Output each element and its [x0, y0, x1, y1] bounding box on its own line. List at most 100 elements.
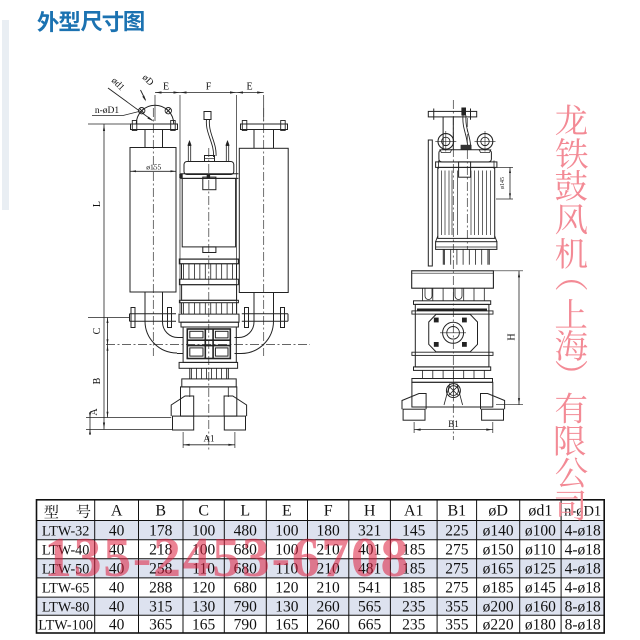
svg-text:ø140: ø140 — [483, 522, 514, 539]
svg-text:ø145: ø145 — [525, 580, 556, 597]
svg-text:8-ø18: 8-ø18 — [565, 598, 601, 615]
svg-text:260: 260 — [317, 598, 341, 615]
svg-text:ø220: ø220 — [483, 616, 514, 633]
svg-text:165: 165 — [275, 616, 299, 633]
svg-text:E: E — [163, 82, 169, 93]
svg-text:B: B — [92, 377, 103, 384]
svg-text:B: B — [155, 503, 166, 520]
svg-text:178: 178 — [149, 522, 173, 539]
svg-text:790: 790 — [234, 598, 258, 615]
svg-text:480: 480 — [234, 522, 258, 539]
svg-text:øD: øD — [488, 503, 508, 520]
svg-text:40: 40 — [109, 616, 125, 633]
svg-text:n-øD1: n-øD1 — [95, 106, 120, 116]
svg-text:40: 40 — [109, 522, 125, 539]
svg-text:40: 40 — [109, 580, 125, 597]
svg-text:365: 365 — [149, 616, 173, 633]
svg-text:4-ø18: 4-ø18 — [565, 561, 601, 578]
svg-text:ød1: ød1 — [528, 503, 552, 520]
svg-text:680: 680 — [234, 561, 258, 578]
svg-text:218: 218 — [149, 541, 173, 558]
svg-text:F: F — [206, 82, 212, 93]
svg-text:225: 225 — [445, 522, 469, 539]
svg-text:ø145: ø145 — [500, 177, 506, 189]
svg-text:210: 210 — [317, 541, 341, 558]
svg-text:100: 100 — [192, 541, 216, 558]
svg-text:275: 275 — [445, 541, 469, 558]
svg-text:LTW-65: LTW-65 — [42, 581, 90, 597]
svg-text:ø200: ø200 — [483, 598, 514, 615]
svg-text:øD: øD — [140, 73, 155, 88]
svg-text:235: 235 — [402, 598, 426, 615]
svg-text:210: 210 — [317, 580, 341, 597]
svg-text:ø160: ø160 — [525, 598, 556, 615]
svg-text:L: L — [92, 201, 103, 207]
svg-text:ø125: ø125 — [525, 561, 556, 578]
svg-text:355: 355 — [445, 616, 469, 633]
svg-text:110: 110 — [276, 561, 299, 578]
svg-text:541: 541 — [358, 580, 381, 597]
svg-text:100: 100 — [275, 522, 299, 539]
svg-text:LTW-100: LTW-100 — [38, 617, 93, 633]
svg-text:481: 481 — [358, 561, 381, 578]
svg-text:40: 40 — [109, 561, 125, 578]
svg-text:165: 165 — [192, 616, 216, 633]
svg-text:A: A — [89, 408, 100, 416]
svg-text:185: 185 — [402, 580, 426, 597]
svg-text:275: 275 — [445, 561, 469, 578]
svg-text:288: 288 — [149, 580, 173, 597]
svg-text:40: 40 — [109, 598, 125, 615]
svg-text:ø180: ø180 — [525, 616, 556, 633]
svg-text:LTW-32: LTW-32 — [42, 523, 90, 539]
svg-text:4-ø18: 4-ø18 — [565, 580, 601, 597]
svg-text:F: F — [324, 503, 333, 520]
svg-text:235: 235 — [402, 616, 426, 633]
svg-text:B1: B1 — [448, 419, 459, 429]
svg-text:ø100: ø100 — [525, 522, 556, 539]
svg-text:E: E — [282, 503, 292, 520]
svg-text:275: 275 — [445, 580, 469, 597]
svg-text:L: L — [240, 503, 250, 520]
svg-text:C: C — [198, 503, 209, 520]
svg-text:210: 210 — [317, 561, 341, 578]
svg-text:258: 258 — [149, 561, 173, 578]
svg-text:185: 185 — [402, 541, 426, 558]
svg-text:E: E — [246, 82, 252, 93]
svg-text:260: 260 — [317, 616, 341, 633]
svg-text:4-ø18: 4-ø18 — [565, 541, 601, 558]
svg-text:4-ø18: 4-ø18 — [565, 522, 601, 539]
svg-text:180: 180 — [317, 522, 341, 539]
svg-text:790: 790 — [234, 616, 258, 633]
svg-text:100: 100 — [192, 522, 216, 539]
svg-text:LTW-40: LTW-40 — [42, 542, 90, 558]
svg-text:ø165: ø165 — [483, 561, 514, 578]
svg-text:40: 40 — [109, 541, 125, 558]
svg-text:H: H — [507, 333, 518, 340]
svg-text:ø155: ø155 — [146, 163, 161, 172]
svg-text:8-ø18: 8-ø18 — [565, 616, 601, 633]
svg-text:ø185: ø185 — [483, 580, 514, 597]
svg-text:355: 355 — [445, 598, 469, 615]
svg-text:680: 680 — [234, 541, 258, 558]
svg-text:A1: A1 — [404, 503, 424, 520]
svg-text:H: H — [364, 503, 376, 520]
svg-text:A1: A1 — [204, 434, 215, 444]
svg-text:120: 120 — [275, 580, 299, 597]
svg-text:145: 145 — [402, 522, 426, 539]
svg-text:B1: B1 — [448, 503, 467, 520]
svg-text:185: 185 — [402, 561, 426, 578]
svg-text:565: 565 — [358, 598, 382, 615]
svg-text:130: 130 — [192, 598, 216, 615]
svg-text:315: 315 — [149, 598, 173, 615]
svg-text:100: 100 — [275, 541, 299, 558]
svg-text:ø110: ø110 — [525, 541, 556, 558]
svg-text:C: C — [92, 327, 103, 334]
svg-text:130: 130 — [275, 598, 299, 615]
svg-text:A: A — [111, 503, 123, 520]
svg-text:680: 680 — [234, 580, 258, 597]
svg-text:321: 321 — [358, 522, 381, 539]
svg-text:401: 401 — [358, 541, 381, 558]
svg-text:ø150: ø150 — [483, 541, 514, 558]
svg-text:LTW-50: LTW-50 — [42, 562, 90, 578]
svg-text:665: 665 — [358, 616, 382, 633]
